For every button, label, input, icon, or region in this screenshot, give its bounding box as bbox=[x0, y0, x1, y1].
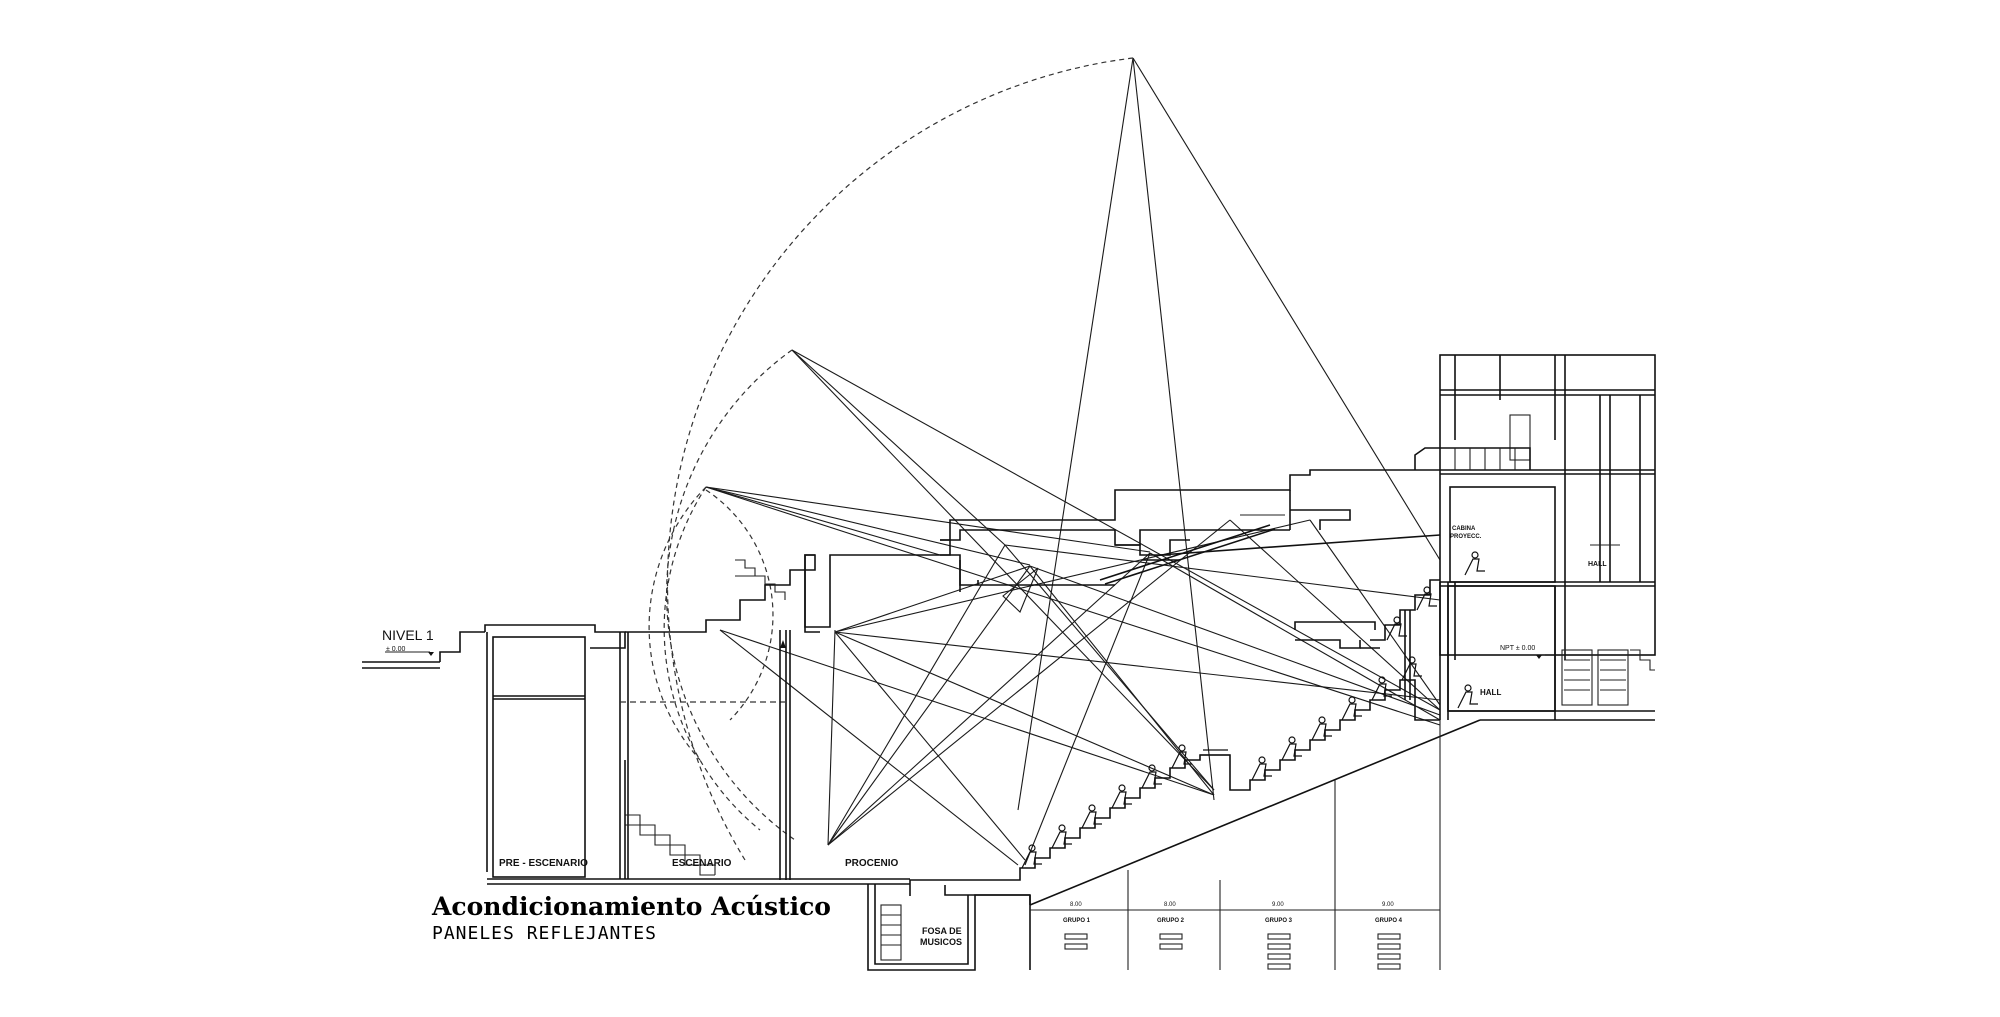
nivel-marker bbox=[362, 631, 485, 669]
fosa-label-2: MUSICOS bbox=[920, 937, 962, 947]
group-4-name: GRUPO 4 bbox=[1375, 918, 1403, 924]
audience-seats bbox=[1021, 551, 1485, 869]
group-1-name: GRUPO 1 bbox=[1063, 918, 1091, 924]
page-subtitle: PANELES REFLEJANTES bbox=[432, 923, 657, 944]
nivel-value: ± 0.00 bbox=[386, 646, 406, 653]
group-2-dist: 8.00 bbox=[1164, 902, 1176, 908]
hall-upper-label: HALL bbox=[1588, 561, 1607, 568]
pre-escenario-label: PRE - ESCENARIO bbox=[499, 858, 588, 869]
group-3-name: GRUPO 3 bbox=[1265, 918, 1293, 924]
group-4-dist: 9.00 bbox=[1382, 902, 1394, 908]
nivel-label: NIVEL 1 bbox=[382, 627, 434, 643]
cabina-label-2: PROYECC. bbox=[1450, 534, 1482, 540]
cabina-label-1: CABINA bbox=[1452, 526, 1476, 532]
group-1-dist: 8.00 bbox=[1070, 902, 1082, 908]
hall-lower-label: HALL bbox=[1480, 688, 1501, 697]
building-section bbox=[484, 354, 1656, 971]
group-2-name: GRUPO 2 bbox=[1157, 918, 1185, 924]
escenario-label: ESCENARIO bbox=[672, 858, 732, 869]
sound-arcs bbox=[648, 57, 1134, 861]
group-3-dist: 9.00 bbox=[1272, 902, 1284, 908]
reflection-rays bbox=[705, 57, 1441, 866]
npt-label: NPT ± 0.00 bbox=[1500, 645, 1535, 652]
fosa-label-1: FOSA DE bbox=[922, 926, 962, 936]
seat-group-table bbox=[1029, 720, 1441, 970]
page-title: Acondicionamiento Acústico bbox=[432, 892, 831, 921]
proscenio-label: PROCENIO bbox=[845, 858, 899, 869]
